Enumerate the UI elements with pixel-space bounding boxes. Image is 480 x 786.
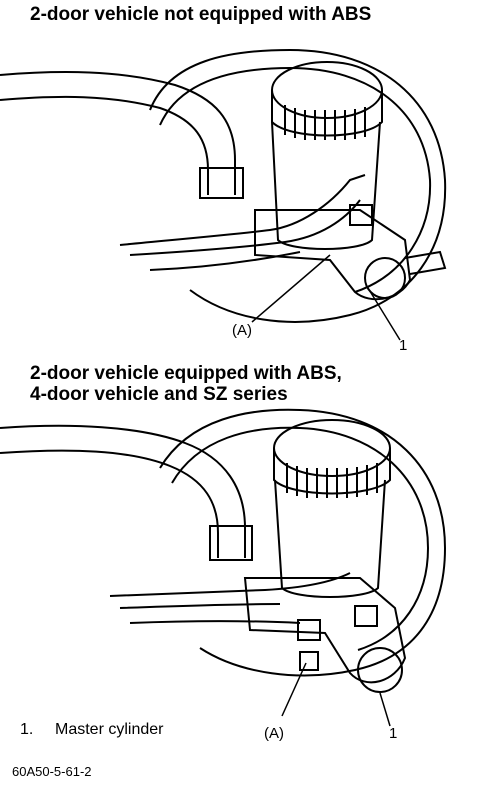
brake-pipe-1 xyxy=(119,174,366,246)
callout-1-label: 1 xyxy=(389,725,397,742)
brake-booster-outline xyxy=(159,408,447,677)
reservoir-cap-ribs xyxy=(284,105,366,140)
brake-pipe-2 xyxy=(119,603,281,609)
cylinder-end-cap xyxy=(357,647,403,693)
callout-a-label: (A) xyxy=(232,322,252,339)
reservoir-cap-side xyxy=(271,90,383,137)
callout-1-label: 1 xyxy=(399,337,407,354)
master-cylinder-diagram-abs: (A) 1 xyxy=(0,408,447,742)
callout-a-label: (A) xyxy=(264,725,284,742)
brake-pipe-2 xyxy=(129,199,361,256)
legend-item-number: 1. xyxy=(20,721,34,738)
hose-clamp xyxy=(209,525,253,561)
reservoir-body xyxy=(274,479,386,598)
brake-pipe-3 xyxy=(149,251,301,271)
section2-heading-line1: 2-door vehicle equipped with ABS, xyxy=(30,363,342,384)
callout-a-leader xyxy=(251,254,331,323)
pipe-fitting xyxy=(349,204,373,226)
booster-inner-arc xyxy=(159,66,432,293)
section2-heading-line2: 4-door vehicle and SZ series xyxy=(30,384,288,405)
pipe-fitting-3 xyxy=(354,605,378,627)
cylinder-push-rod xyxy=(404,250,447,275)
intake-hose xyxy=(0,71,236,195)
reservoir-cap-ribs xyxy=(286,463,378,498)
master-cylinder-diagram-no-abs: (A) 1 xyxy=(0,48,447,354)
cylinder-end-cap xyxy=(364,257,406,299)
reservoir-cap-side xyxy=(273,448,391,495)
section1-heading: 2-door vehicle not equipped with ABS xyxy=(30,4,372,25)
booster-inner-arc xyxy=(171,426,430,651)
intake-hose xyxy=(0,424,246,558)
figure-code: 60A50-5-61-2 xyxy=(12,764,92,779)
callout-1-leader xyxy=(367,287,401,341)
hose-clamp xyxy=(199,167,244,199)
reservoir-body xyxy=(271,121,381,250)
cylinder-body xyxy=(254,209,412,301)
brake-pipe-1 xyxy=(109,572,351,597)
pipe-fitting-1 xyxy=(297,619,321,641)
brake-booster-outline xyxy=(149,48,447,323)
legend-item-label: Master cylinder xyxy=(55,721,164,738)
brake-pipe-3 xyxy=(129,620,301,624)
cylinder-body xyxy=(243,577,407,684)
pipe-fitting-2 xyxy=(299,651,319,671)
callout-a-leader xyxy=(281,662,307,717)
callout-1-leader xyxy=(379,692,391,727)
